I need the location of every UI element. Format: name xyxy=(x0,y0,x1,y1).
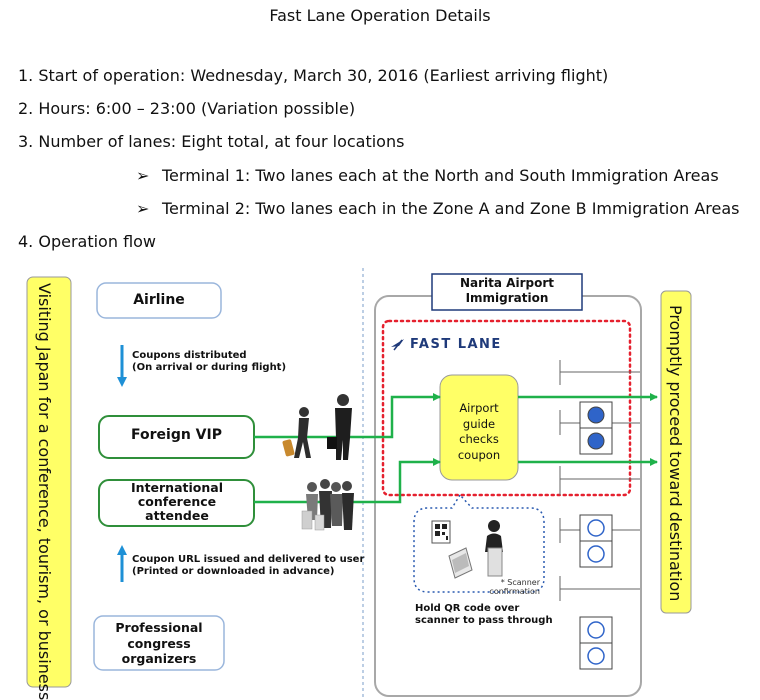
page-title: Fast Lane Operation Details xyxy=(269,6,491,25)
detail-terminal-2: ➢Terminal 2: Two lanes each in the Zone … xyxy=(136,199,740,218)
immigration-label: Narita Airport Immigration xyxy=(460,276,554,305)
detail-hours: 2. Hours: 6:00 – 23:00 (Variation possib… xyxy=(18,99,356,118)
regular-booth xyxy=(579,616,613,670)
scanner-icon xyxy=(448,547,473,579)
visitor-bar xyxy=(26,276,72,688)
conference-group-icon xyxy=(301,479,354,531)
scanner-callout xyxy=(413,493,545,593)
foreign-vip-label: Foreign VIP xyxy=(131,427,222,443)
scanner-note: * Scanner confirmation xyxy=(489,578,540,596)
detail-start: 1. Start of operation: Wednesday, March … xyxy=(18,66,609,85)
visitor-bar-label: Visiting Japan for a conference, tourism… xyxy=(35,283,54,700)
qr-code-icon xyxy=(431,520,451,544)
bullet-arrow-icon: ➢ xyxy=(136,166,150,185)
organizers-label: Professional congress organizers xyxy=(115,620,203,666)
fast-lane-booth xyxy=(579,401,613,455)
organizers-box xyxy=(93,615,225,671)
bullet-arrow-icon: ➢ xyxy=(136,199,150,218)
destination-bar-label: Promptly proceed toward destination xyxy=(666,304,685,602)
guide-person-icon xyxy=(485,520,503,577)
airline-box xyxy=(96,282,222,319)
fast-lane-area xyxy=(381,319,632,497)
hold-qr-label: Hold QR code over scanner to pass throug… xyxy=(415,603,553,626)
airline-label: Airline xyxy=(133,292,185,308)
conference-attendee-label: International conference attendee xyxy=(131,480,223,523)
guide-box xyxy=(439,374,519,481)
coupon-url-label: Coupon URL issued and delivered to user … xyxy=(132,554,365,577)
destination-bar xyxy=(660,290,692,614)
detail-lanes: 3. Number of lanes: Eight total, at four… xyxy=(18,132,405,151)
fast-lane-logo: FAST LANE xyxy=(410,337,502,352)
regular-booth xyxy=(579,514,613,568)
vip-travelers-icon xyxy=(282,394,352,460)
detail-terminal-1: ➢Terminal 1: Two lanes each at the North… xyxy=(136,166,719,185)
coupons-distributed-label: Coupons distributed (On arrival or durin… xyxy=(132,350,287,373)
detail-flow: 4. Operation flow xyxy=(18,232,157,251)
guide-checks-label: Airport guide checks coupon xyxy=(457,401,501,462)
immigration-label-box xyxy=(431,273,583,311)
